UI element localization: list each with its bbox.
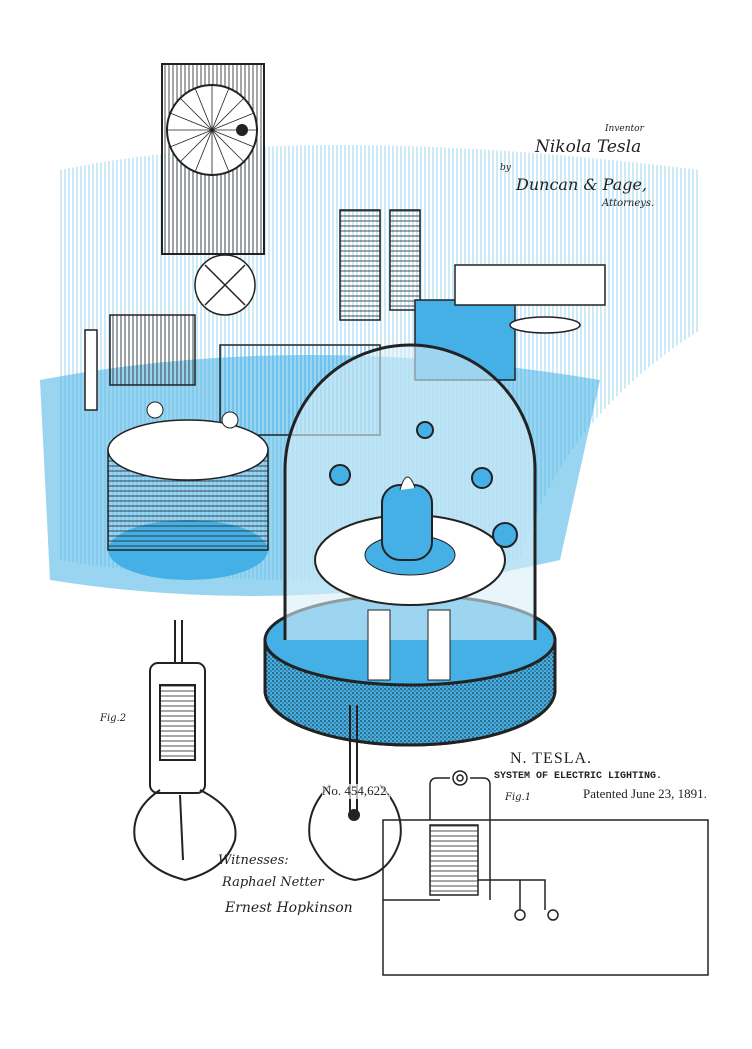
witness-1-signature: Raphael Netter	[222, 875, 324, 890]
coil-cylinder	[107, 401, 269, 580]
by-label: by	[500, 163, 511, 173]
inventor-signature: Nikola Tesla	[535, 137, 642, 157]
patented-date: Patented June 23, 1891.	[583, 786, 707, 801]
patent-title: SYSTEM OF ELECTRIC LIGHTING.	[494, 771, 663, 782]
patent-number: No. 454,622.	[322, 783, 390, 799]
fig1-label: Fig.1	[505, 792, 532, 803]
fig2-lamp-drawing	[133, 620, 237, 882]
bell-jar-lamp	[263, 343, 557, 747]
witness-2-signature: Ernest Hopkinson	[225, 900, 353, 916]
fan-panel	[161, 63, 265, 255]
fig2-label: Fig.2	[100, 713, 127, 724]
fig1-circuit-diagram	[382, 770, 709, 976]
witnesses-label: Witnesses:	[218, 853, 289, 868]
inventor-label: Inventor	[605, 124, 644, 134]
patent-inventor-name: N. TESLA.	[510, 750, 593, 767]
attorneys-signature: Duncan & Page,	[516, 175, 648, 194]
attorneys-label: Attorneys.	[602, 198, 655, 209]
